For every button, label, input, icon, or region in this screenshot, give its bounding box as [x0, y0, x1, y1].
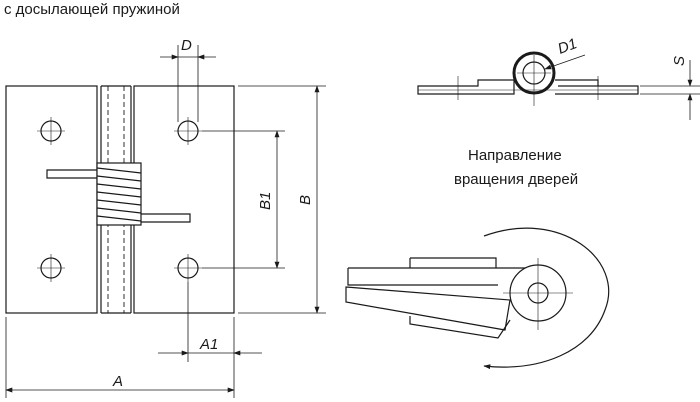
right-leaf [133, 85, 235, 314]
dim-label-s: S [671, 56, 688, 66]
dim-label-a: A [112, 373, 123, 390]
top-view-leaf [417, 79, 515, 95]
dim-label-a1: A1 [199, 336, 218, 353]
caption: с досылающей пружиной [4, 1, 180, 18]
dim-label-d: D [181, 37, 192, 54]
dim-label-d1: D1 [556, 35, 580, 58]
spring-arm-left [46, 169, 97, 179]
spring-coil [96, 162, 142, 226]
dimension-lines [5, 45, 326, 398]
left-leaf [5, 85, 98, 314]
rotation-leaf-lower [345, 286, 511, 331]
dim-label-b1: B1 [257, 192, 274, 210]
top-view [417, 51, 639, 106]
rotation-note-line1: Направление [468, 147, 562, 164]
dim-label-b: B [297, 195, 314, 205]
front-view [5, 85, 235, 314]
rotation-arc [483, 227, 610, 370]
spring-arm-right [141, 213, 191, 223]
rotation-note-line2: вращения дверей [454, 171, 578, 188]
rotation-view [345, 227, 610, 370]
